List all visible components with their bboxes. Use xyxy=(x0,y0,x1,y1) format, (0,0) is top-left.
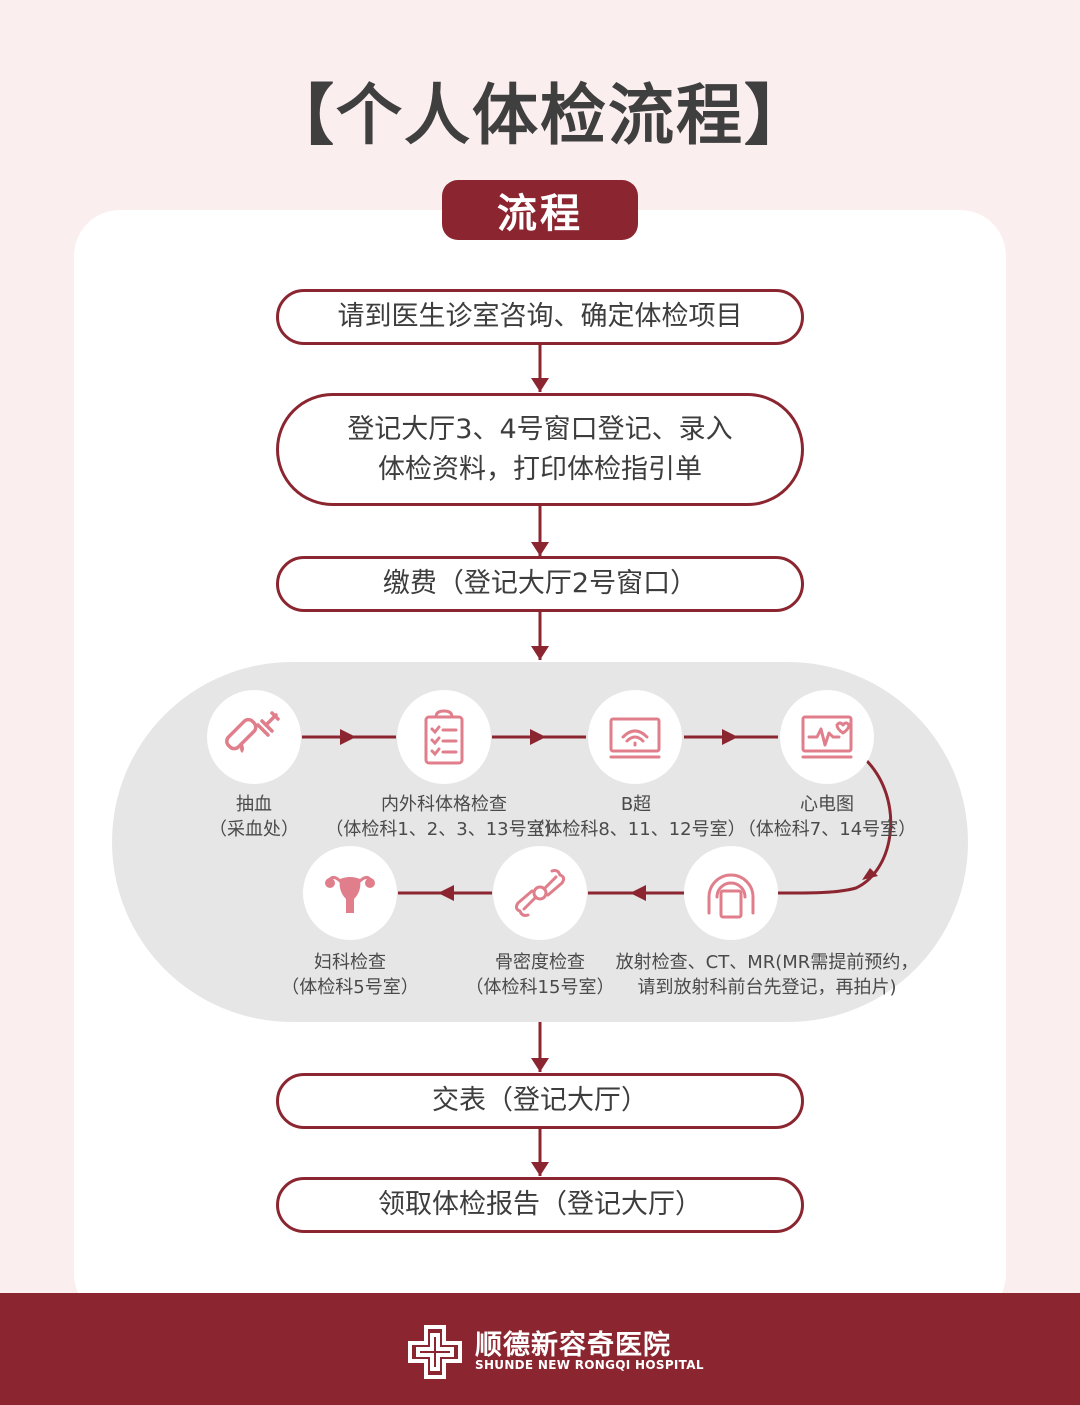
footer-bar xyxy=(0,1293,1080,1405)
step-submit-form: 交表（登记大厅） xyxy=(276,1073,804,1129)
hospital-name-en: SHUNDE NEW RONGQI HOSPITAL xyxy=(475,1358,704,1372)
ultrasound-monitor-icon xyxy=(609,717,661,759)
step-get-report-label: 领取体检报告（登记大厅） xyxy=(378,1189,702,1220)
exam-radiology-label: 放射检查、CT、MR(MR需提前预约， 请到放射科前台先登记，再拍片) xyxy=(615,952,919,998)
step-submit-form-label: 交表（登记大厅） xyxy=(432,1085,648,1116)
exam-physical-label: 内外科体格检查 （体检科1、2、3、13号室） xyxy=(325,794,563,840)
step-consult: 请到医生诊室咨询、确定体检项目 xyxy=(276,289,804,345)
step-register-line1: 登记大厅3、4号窗口登记、录入 xyxy=(347,413,733,445)
page-title: 【个人体检流程】 xyxy=(268,77,812,154)
blood-dropper-icon xyxy=(225,711,280,753)
exam-ecg-circle xyxy=(780,690,874,784)
exam-gynecology-label: 妇科检查 （体检科5号室） xyxy=(281,952,419,998)
step-consult-label: 请到医生诊室咨询、确定体检项目 xyxy=(337,301,743,332)
section-badge: 流程 xyxy=(442,180,638,240)
exam-blood-label: 抽血 （采血处） xyxy=(209,794,299,840)
exam-blood-circle xyxy=(207,690,301,784)
exam-radiology-circle xyxy=(684,846,778,940)
exam-ultrasound-circle xyxy=(588,690,682,784)
clipboard-checklist-icon xyxy=(424,709,464,765)
ecg-monitor-icon xyxy=(801,715,853,759)
hospital-name-cn: 顺德新容奇医院 xyxy=(475,1330,671,1361)
step-register: 登记大厅3、4号窗口登记、录入 体检资料，打印体检指引单 xyxy=(276,393,804,506)
exam-bone-label: 骨密度检查 （体检科15号室） xyxy=(465,952,615,998)
exam-physical-circle xyxy=(397,690,491,784)
bone-joint-icon xyxy=(514,869,566,917)
step-payment-label: 缴费（登记大厅2号窗口） xyxy=(382,568,698,599)
step-get-report: 领取体检报告（登记大厅） xyxy=(276,1177,804,1233)
hospital-cross-logo-icon xyxy=(408,1325,462,1379)
step-register-line2: 体检资料，打印体检指引单 xyxy=(378,453,702,485)
exam-ecg-label: 心电图 （体检科7、14号室） xyxy=(737,794,917,840)
step-payment: 缴费（登记大厅2号窗口） xyxy=(276,556,804,612)
exam-ultrasound-label: B超 （体检科8、11、12号室） xyxy=(526,794,746,840)
exam-bone-circle xyxy=(493,846,587,940)
ct-scanner-icon xyxy=(707,873,755,919)
exam-gynecology-circle xyxy=(303,846,397,940)
uterus-icon xyxy=(325,875,375,913)
